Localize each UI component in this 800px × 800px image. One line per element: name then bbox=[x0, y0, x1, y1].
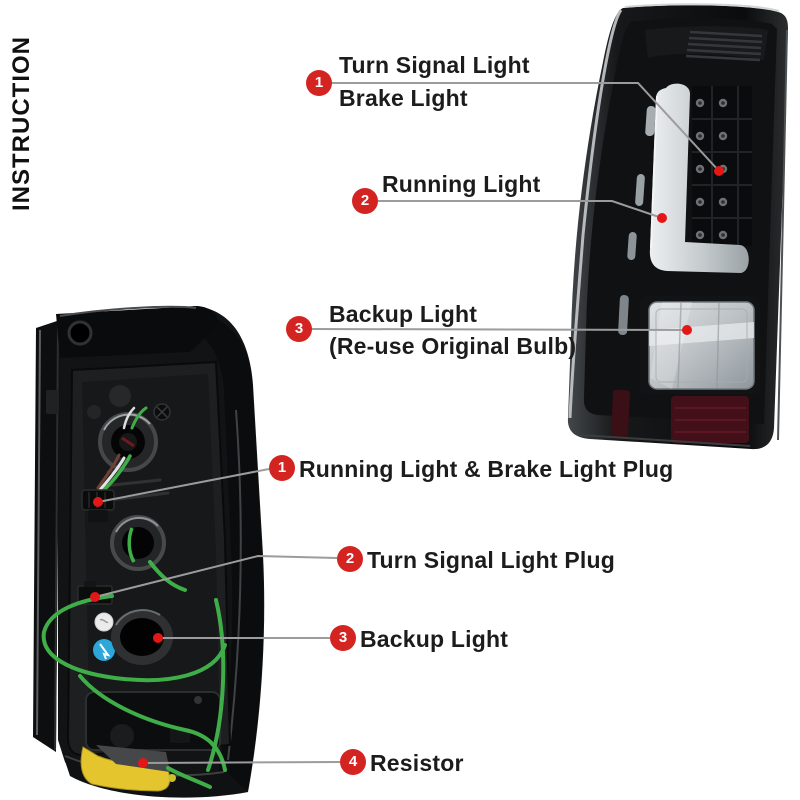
front-label-1-badge: 1 bbox=[306, 70, 332, 96]
resistor bbox=[80, 745, 176, 792]
back-label-2-badge: 2 bbox=[337, 546, 363, 572]
back-label-1-text: Running Light & Brake Light Plug bbox=[299, 456, 674, 482]
red-reflector bbox=[610, 389, 749, 443]
back-label-3-text: Backup Light bbox=[360, 626, 509, 652]
back-label-4-text: Resistor bbox=[370, 750, 464, 776]
taillight-back-photo bbox=[33, 305, 265, 798]
back-label-3-badge: 3 bbox=[330, 625, 356, 651]
turn-signal-socket bbox=[110, 515, 166, 571]
front-label-1-line1: Turn Signal Light bbox=[339, 52, 530, 78]
taillight-front-photo bbox=[567, 3, 788, 450]
outer-lens-band bbox=[185, 310, 264, 790]
backup-light-lens bbox=[640, 296, 760, 394]
vent-slats bbox=[685, 30, 763, 62]
mounting-flange bbox=[33, 320, 60, 752]
page-title: INSTRUCTION bbox=[8, 36, 35, 211]
front-label-3-badge: 3 bbox=[286, 316, 312, 342]
back-label-4-badge: 4 bbox=[340, 749, 366, 775]
housing-edge-highlights bbox=[568, 3, 788, 447]
round-stickers bbox=[93, 612, 115, 661]
front-label-3-line1: Backup Light bbox=[329, 301, 478, 327]
wiring-loops bbox=[41, 560, 227, 789]
front-label-3-line2: (Re-use Original Bulb) bbox=[329, 333, 577, 359]
front-label-2-badge: 2 bbox=[352, 188, 378, 214]
front-label-1-line2: Brake Light bbox=[339, 85, 468, 111]
back-label-1-badge: 1 bbox=[269, 455, 295, 481]
front-label-2-line1: Running Light bbox=[382, 171, 541, 197]
top-bracket bbox=[56, 305, 218, 358]
backup-bulb-opening bbox=[111, 609, 173, 665]
back-label-2-text: Turn Signal Light Plug bbox=[367, 547, 616, 573]
